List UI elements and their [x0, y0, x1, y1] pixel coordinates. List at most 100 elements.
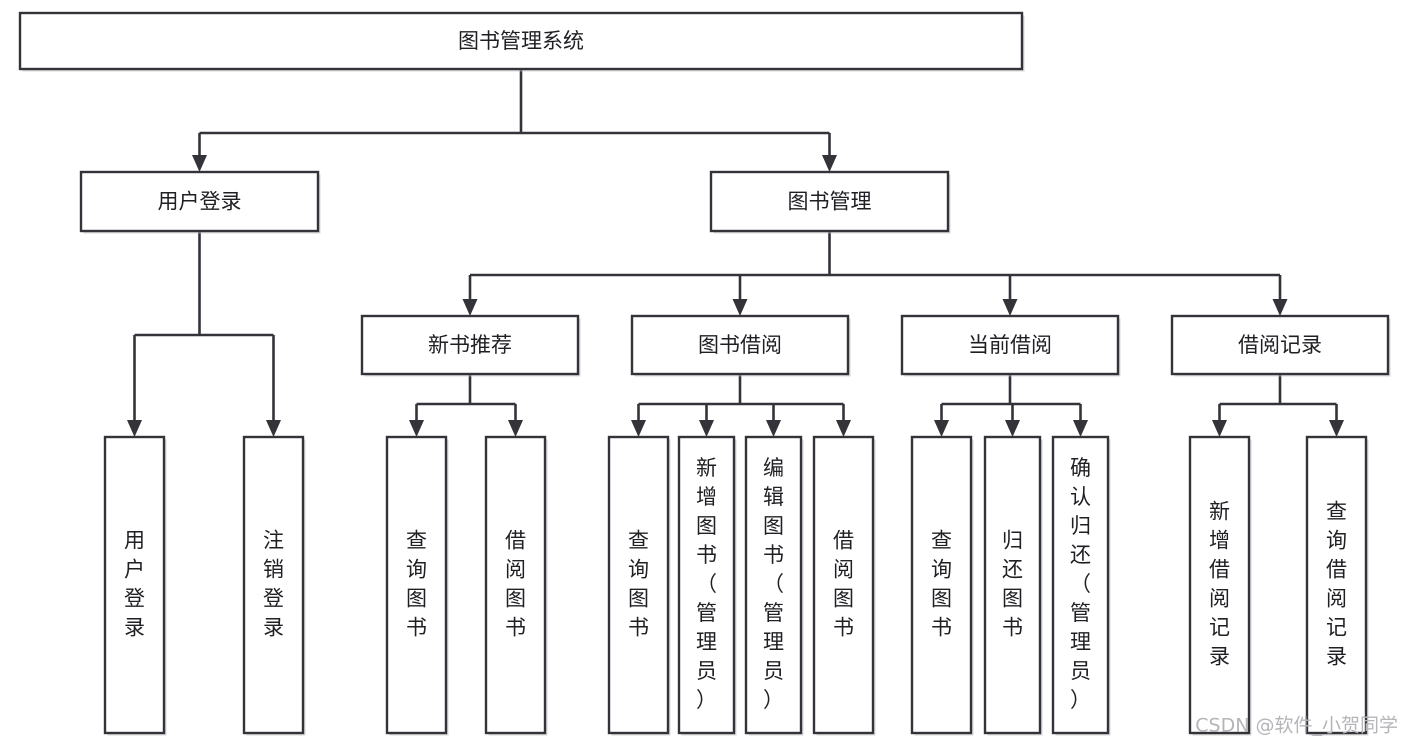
node-label-char: 理: [763, 630, 784, 654]
node-label-char: 图: [696, 514, 717, 538]
node-label-char: 查: [406, 529, 427, 553]
node-br-query[interactable]: 查询借阅记录: [1305, 435, 1369, 736]
node-label-char: 书: [931, 616, 952, 640]
arrow-head-icon: [631, 420, 646, 437]
node-label-char: 阅: [505, 558, 526, 582]
node-cb-return[interactable]: 归还图书: [983, 435, 1043, 736]
node-bb-edit[interactable]: 编辑图书（管理员）: [744, 435, 804, 736]
arrow-head-icon: [192, 155, 207, 172]
connector-layer: [127, 69, 1344, 437]
node-box[interactable]: [630, 314, 850, 376]
node-label-char: 查: [931, 529, 952, 553]
connector-group-current-borrow: [934, 374, 1088, 437]
arrow-head-icon: [1005, 420, 1020, 437]
node-label-char: 员: [1070, 659, 1091, 683]
node-box[interactable]: [812, 435, 875, 735]
connector-group-borrow-record: [1212, 374, 1344, 437]
node-box[interactable]: [1188, 435, 1251, 735]
node-label-char: 确: [1070, 456, 1091, 480]
node-bb-query[interactable]: 查询图书: [607, 435, 671, 736]
node-label: 新增图书（管理员）: [696, 456, 717, 712]
node-box[interactable]: [1170, 314, 1390, 376]
node-label-char: 书: [505, 616, 526, 640]
node-bb-add[interactable]: 新增图书（管理员）: [677, 435, 737, 736]
node-cb-query[interactable]: 查询图书: [910, 435, 974, 736]
node-label-char: 增: [696, 485, 717, 509]
node-nbr-borrow[interactable]: 借阅图书: [484, 435, 548, 736]
node-label-char: 询: [406, 558, 427, 582]
node-current-borrow[interactable]: 当前借阅: [900, 314, 1121, 377]
node-user-logout[interactable]: 注销登录: [242, 435, 306, 736]
node-label: 注销登录: [263, 529, 284, 640]
node-box[interactable]: [1051, 435, 1110, 735]
node-label: 借阅图书: [505, 529, 526, 640]
node-label-char: 员: [763, 659, 784, 683]
node-label-char: 管: [1070, 601, 1091, 625]
node-label-char: ）: [696, 688, 717, 712]
arrow-head-icon: [766, 420, 781, 437]
node-box[interactable]: [744, 435, 803, 735]
node-user-login-do[interactable]: 用户登录: [103, 435, 167, 736]
node-box[interactable]: [709, 170, 950, 233]
node-label-char: 书: [833, 616, 854, 640]
node-label-char: 记: [1326, 616, 1347, 640]
node-label-char: 归: [1070, 514, 1091, 538]
node-box[interactable]: [910, 435, 973, 735]
node-book-manage[interactable]: 图书管理: [709, 170, 951, 234]
node-label-char: 图: [1002, 587, 1023, 611]
arrow-head-icon: [127, 420, 142, 437]
node-label: 用户登录: [158, 190, 242, 214]
arrow-head-icon: [822, 155, 837, 172]
node-label-char: 销: [263, 558, 284, 582]
connector-group-book-borrow: [631, 374, 851, 437]
node-label: 查询借阅记录: [1326, 500, 1347, 669]
node-box[interactable]: [18, 11, 1024, 71]
arrow-head-icon: [934, 420, 949, 437]
node-label-char: 借: [1326, 558, 1347, 582]
node-new-book-rec[interactable]: 新书推荐: [360, 314, 581, 377]
node-label-char: 图: [833, 587, 854, 611]
arrow-head-icon: [699, 420, 714, 437]
node-nbr-query[interactable]: 查询图书: [385, 435, 449, 736]
node-root[interactable]: 图书管理系统: [18, 11, 1025, 72]
node-label-char: 员: [696, 659, 717, 683]
node-box[interactable]: [242, 435, 305, 735]
node-label: 图书管理: [788, 190, 872, 214]
node-label-char: 编: [763, 456, 784, 480]
node-box[interactable]: [983, 435, 1042, 735]
node-box[interactable]: [484, 435, 547, 735]
node-label-char: 查: [1326, 500, 1347, 524]
node-label-char: 阅: [1326, 587, 1347, 611]
node-label-char: 管: [696, 601, 717, 625]
node-box[interactable]: [360, 314, 580, 376]
node-user-login[interactable]: 用户登录: [79, 170, 321, 234]
node-box[interactable]: [103, 435, 166, 735]
node-br-add[interactable]: 新增借阅记录: [1188, 435, 1252, 736]
node-box[interactable]: [607, 435, 670, 735]
node-label-char: 书: [1002, 616, 1023, 640]
watermark-label: CSDN @软件_小贺同学: [1195, 715, 1398, 737]
node-label-char: 录: [263, 616, 284, 640]
node-box[interactable]: [677, 435, 736, 735]
node-label-char: 图: [406, 587, 427, 611]
node-label: 编辑图书（管理员）: [763, 456, 784, 712]
node-label-char: 录: [1326, 645, 1347, 669]
node-label-char: 辑: [763, 485, 784, 509]
node-box[interactable]: [79, 170, 320, 233]
node-label-char: 图: [763, 514, 784, 538]
arrow-head-icon: [409, 420, 424, 437]
node-box[interactable]: [900, 314, 1120, 376]
arrow-head-icon: [1272, 299, 1288, 316]
node-label-char: 询: [1326, 529, 1347, 553]
node-borrow-record[interactable]: 借阅记录: [1170, 314, 1391, 377]
node-label: 归还图书: [1002, 529, 1023, 640]
node-box[interactable]: [1305, 435, 1368, 735]
node-box[interactable]: [385, 435, 448, 735]
node-label-char: ）: [763, 688, 784, 712]
node-label-char: 还: [1070, 543, 1091, 567]
node-bb-borrow[interactable]: 借阅图书: [812, 435, 876, 736]
node-book-borrow[interactable]: 图书借阅: [630, 314, 851, 377]
arrow-head-icon: [1002, 299, 1018, 316]
node-cb-confirm[interactable]: 确认归还（管理员）: [1051, 435, 1111, 736]
